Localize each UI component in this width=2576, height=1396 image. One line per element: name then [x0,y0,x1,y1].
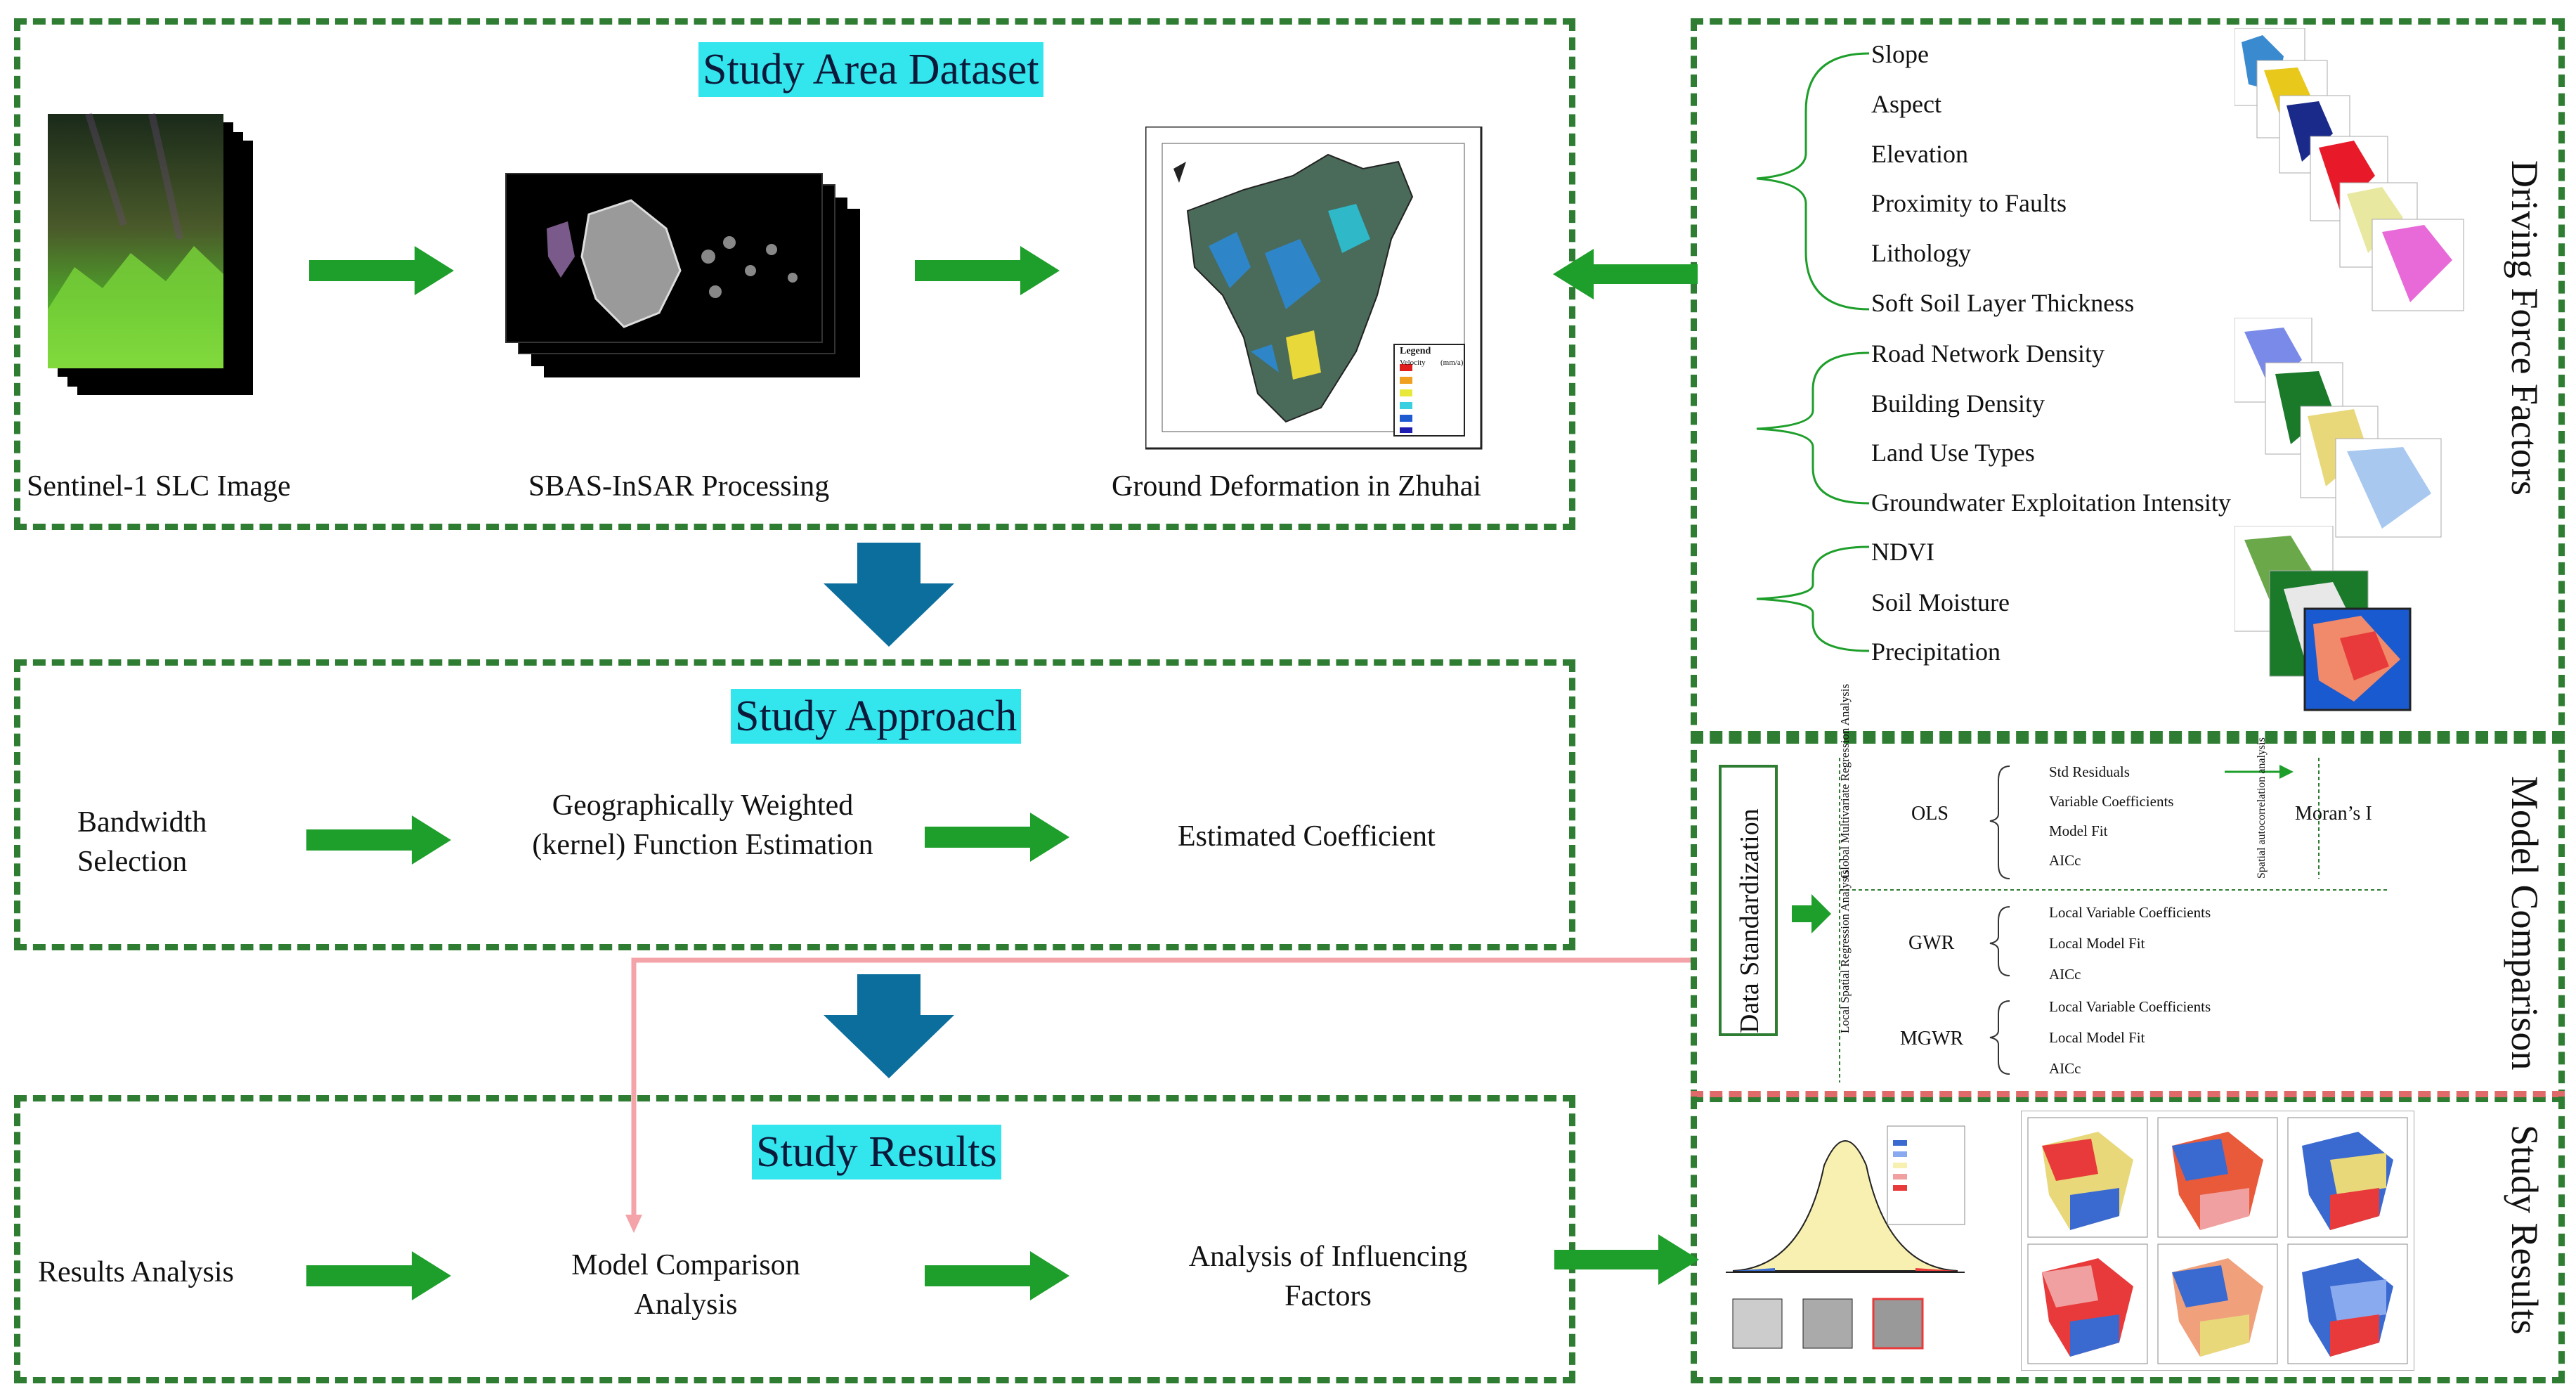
map-legend-unit: (mm/a) [1440,358,1464,367]
arrow-bandwidth-to-gw [306,815,451,865]
spatial-autocorrelation-label: Spatial autocorrelation analysis [2256,737,2268,879]
dataset-title: Study Area Dataset [698,42,1043,97]
arrow-results-to-comparison [306,1251,451,1300]
ols-aicc: AICc [2049,852,2081,869]
factor-building-density: Building Density [1871,389,2045,418]
red-divider [1691,1091,2565,1097]
climate-factor-maps [2235,526,2412,711]
factor-groundwater: Groundwater Exploitation Intensity [1871,489,2231,517]
arrow-gw-to-coefficient [925,813,1069,862]
terrain-factor-maps [2235,28,2464,311]
group1-brace [1756,52,1870,311]
gwr-local-coefficients: Local Variable Coefficients [2049,904,2211,921]
results-analysis-label: Results Analysis [38,1256,234,1288]
driving-box [1691,18,2565,744]
arrow-comparison-to-factors [925,1251,1069,1300]
down-arrow-dataset-to-approach [824,543,954,647]
slc-image-label: Sentinel-1 SLC Image [27,470,291,503]
influencing-factors-label: Analysis of Influencing Factors [1188,1241,1468,1312]
factor-soft-soil: Soft Soil Layer Thickness [1871,289,2135,317]
human-factor-maps [2235,318,2442,538]
estimated-coefficient-label: Estimated Coefficient [1178,820,1436,853]
arrow-factors-to-deformation [1553,249,1698,299]
arrow-slc-to-sbas [309,246,454,295]
model-comparison-analysis-label: Model Comparison Analysis [571,1249,800,1321]
sbas-image-stack [505,173,860,377]
results-right-box [1691,1097,2565,1383]
sbas-processing-label: SBAS-InSAR Processing [528,470,830,503]
map-legend-velocity: Velocity [1400,358,1426,367]
ols-variable-coefficients: Variable Coefficients [2049,793,2174,810]
morans-i-label: Moran’s I [2295,803,2372,825]
morans-i-bell-curve [1719,1123,1972,1362]
mgwr-aicc: AICc [2049,1060,2081,1077]
factor-ndvi: NDVI [1871,538,1934,566]
approach-title: Study Approach [731,689,1022,744]
mgwr-local-coefficients: Local Variable Coefficients [2049,998,2211,1015]
results-title: Study Results [752,1125,1001,1180]
factor-road-network: Road Network Density [1871,340,2105,368]
factor-land-use: Land Use Types [1871,439,2035,467]
model-comparison-title: Model Comparison [2504,776,2546,1071]
map-legend-title: Legend [1400,346,1431,356]
model-box [1691,731,2565,1102]
factor-slope: Slope [1871,40,1930,68]
ols-model-fit: Model Fit [2049,822,2108,839]
data-standardization-box [1719,765,1778,1036]
driving-force-title: Driving Force Factors [2504,160,2546,496]
pink-feedback-line [625,957,1693,1233]
study-results-right-title: Study Results [2504,1125,2546,1335]
approach-box [14,659,1575,950]
factor-precipitation: Precipitation [1871,638,2001,666]
arrow-results-to-right-panel [1554,1234,1699,1285]
gw-function-label: Geographically Weighted (kernel) Functio… [532,789,873,861]
factor-faults: Proximity to Faults [1871,189,2067,217]
results-box [14,1095,1575,1383]
gwr-label: GWR [1908,932,1955,954]
ols-label: OLS [1911,803,1949,825]
factor-elevation: Elevation [1871,140,1968,168]
gwr-local-model-fit: Local Model Fit [2049,935,2145,952]
group3-brace [1756,545,1870,652]
factor-soil-moisture: Soil Moisture [1871,588,2010,616]
data-standardization-label: Data Standardization [1735,808,1764,1033]
bandwidth-selection-label: Bandwidth Selection [77,806,207,878]
factor-aspect: Aspect [1871,90,1941,118]
global-regression-label: Global Multivariate Regression Analysis [1838,683,1852,879]
coefficient-maps-grid [2021,1111,2414,1371]
ground-deformation-label: Ground Deformation in Zhuhai [1112,470,1482,503]
local-regression-label: Local Spatial Regression Analysis [1838,870,1852,1033]
factor-lithology: Lithology [1871,239,1971,267]
group2-brace [1756,351,1870,505]
arrow-standardization-to-models [1792,894,1831,933]
arrow-sbas-to-deformation [915,246,1060,295]
down-arrow-approach-to-results [824,974,954,1078]
slc-image-stack [48,112,253,395]
gwr-aicc: AICc [2049,966,2081,983]
mgwr-local-model-fit: Local Model Fit [2049,1029,2145,1046]
model-tree-lines [1839,758,2389,1082]
mgwr-label: MGWR [1900,1028,1964,1049]
ground-deformation-map [1145,127,1483,450]
ols-std-residuals: Std Residuals [2049,763,2130,780]
